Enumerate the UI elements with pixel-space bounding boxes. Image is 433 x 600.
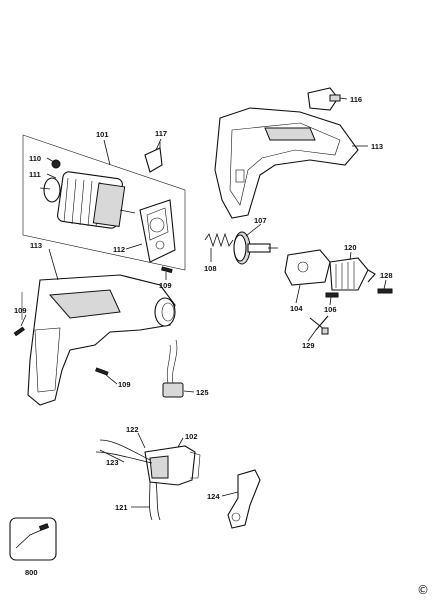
screw-109-left [13,326,25,337]
chuck-key-129 [309,315,329,335]
switch-button-116 [307,87,341,111]
cable-clamp-102 [144,445,201,486]
label-124: 124 [207,492,220,501]
label-129: 129 [302,341,315,350]
service-kit-800 [9,517,57,561]
label-122: 122 [126,425,139,434]
label-113-top: 113 [371,142,383,151]
label-111: 111 [29,170,41,179]
gear-shaft-107 [233,231,278,265]
carbon-brush-125 [162,339,184,398]
label-125: 125 [196,388,209,397]
label-102: 102 [185,432,198,441]
label-107: 107 [254,216,267,225]
label-117: 117 [155,129,167,138]
bracket-117 [144,142,163,173]
label-113-bottom: 113 [30,241,42,250]
label-109-motor: 109 [159,281,172,290]
handle-bracket-124 [227,469,261,529]
label-106: 106 [324,305,337,314]
label-121: 121 [115,503,128,512]
label-120: 120 [344,243,357,252]
housing-assembly-113-bottom [21,274,176,406]
label-800: 800 [25,568,38,577]
housing-half-113-top [214,107,359,219]
brush-holder-112 [139,199,176,263]
label-116: 116 [350,95,362,104]
screw-109-mid [95,367,109,376]
label-110: 110 [29,154,41,163]
label-123: 123 [106,458,119,467]
label-109-mid: 109 [118,380,131,389]
label-109-left: 109 [14,306,27,315]
power-cord-121 [149,481,161,521]
label-101: 101 [96,130,109,139]
screw-128 [377,288,393,294]
label-104: 104 [290,304,303,313]
copyright-mark: © [417,583,429,597]
cable-wires-122-123 [95,439,153,464]
screw-106 [325,292,339,298]
screw-109-motor [161,266,173,274]
chuck-120 [329,257,376,291]
gearbox-104 [284,249,331,286]
leader-lines [20,97,387,508]
label-112: 112 [113,245,125,254]
motor-assembly-101 [22,134,186,271]
spring-108 [204,232,234,248]
label-108: 108 [204,264,217,273]
label-128: 128 [380,271,393,280]
